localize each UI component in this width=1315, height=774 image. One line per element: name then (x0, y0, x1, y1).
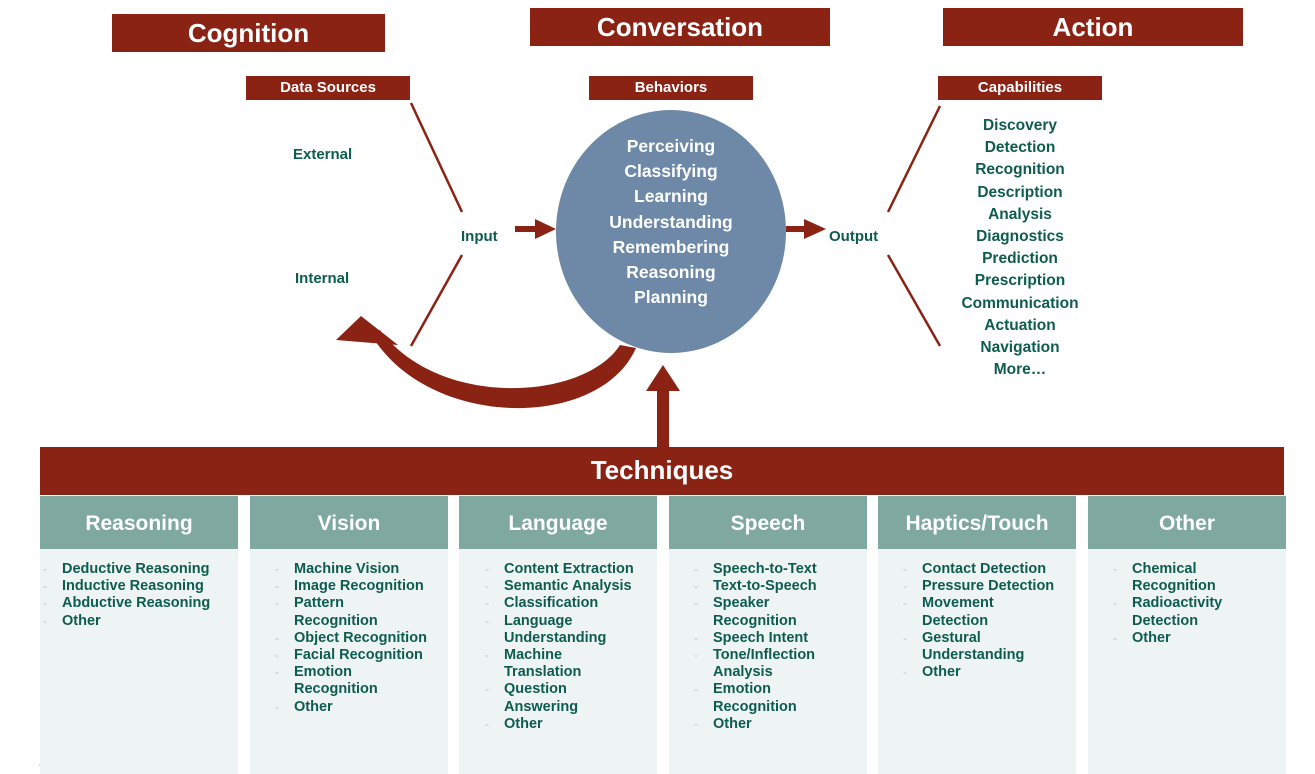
column-items-reasoning: Deductive Reasoning Inductive Reasoning … (40, 561, 238, 630)
capability-item: Prescription (974, 272, 1066, 290)
technique-item: Translation (504, 664, 582, 681)
technique-item: Analysis (713, 664, 773, 681)
technique-item: Other (1110, 630, 1286, 647)
technique-item: Detection (922, 612, 989, 629)
technique-item: Other (482, 716, 680, 733)
connector-output-capabilities-bottom (886, 254, 942, 347)
capability-item: Recognition (975, 161, 1065, 179)
technique-item: Other (900, 664, 1098, 681)
capability-item: Diagnostics (976, 228, 1064, 246)
column-items-language: Content Extraction Semantic Analysis Cla… (482, 561, 680, 733)
data-source-internal: Internal (295, 270, 350, 287)
behaviors-list: Perceiving Classifying Learning Understa… (556, 134, 786, 310)
column-header-haptics-touch: Haptics/Touch (878, 496, 1076, 549)
header-cognition: Cognition (112, 14, 385, 52)
technique-item: Contact Detection (900, 561, 1098, 578)
technique-item: Other (691, 716, 889, 733)
technique-item: Gestural (900, 630, 1098, 647)
column-header-language: Language (459, 496, 657, 549)
capability-item: Discovery (982, 117, 1058, 134)
subheader-data-sources: Data Sources (246, 76, 410, 100)
technique-item: Abductive Reasoning (40, 595, 238, 612)
technique-item: Recognition (294, 681, 378, 698)
subheader-behaviors: Behaviors (589, 76, 753, 100)
technique-item: Speaker (691, 595, 889, 612)
feedback-curve-arrow (336, 316, 636, 409)
technique-item: Detection (1132, 612, 1199, 629)
technique-item: Understanding (504, 629, 607, 646)
behavior-item: Classifying (624, 161, 718, 182)
input-arrow (515, 219, 556, 239)
column-items-speech: Speech-to-Text Text-to-Speech Speaker Re… (691, 561, 889, 733)
capability-item: Communication (961, 294, 1079, 312)
technique-item: Question (482, 681, 680, 698)
header-action: Action (943, 8, 1243, 46)
capability-item: Actuation (984, 316, 1056, 334)
output-arrow (786, 219, 826, 239)
header-conversation: Conversation (530, 8, 830, 46)
technique-item: Machine (482, 647, 680, 664)
technique-item: Machine Vision (272, 561, 470, 578)
behavior-item: Learning (634, 186, 708, 207)
technique-item: Speech Intent (691, 630, 889, 647)
technique-item: Text-to-Speech (691, 578, 889, 595)
technique-item: Semantic Analysis (482, 578, 680, 595)
column-header-speech: Speech (669, 496, 867, 549)
technique-item: Pressure Detection (900, 578, 1098, 595)
capability-item: Prediction (982, 250, 1058, 268)
technique-item: Image Recognition (272, 578, 470, 595)
technique-item: Other (40, 613, 238, 630)
column-header-other: Other (1088, 496, 1286, 549)
technique-item: Emotion (272, 664, 470, 681)
capability-item: Description (977, 183, 1063, 201)
behavior-item: Remembering (612, 236, 730, 257)
connector-internal-input (409, 254, 464, 347)
techniques-title: Techniques (40, 447, 1284, 495)
capability-item: Analysis (988, 205, 1052, 223)
technique-item: Chemical (1110, 561, 1286, 578)
subheader-capabilities: Capabilities (938, 76, 1102, 100)
behavior-item: Perceiving (626, 136, 716, 156)
technique-item: Movement (900, 595, 1098, 612)
technique-item: Radioactivity (1110, 595, 1286, 612)
technique-item: Speech-to-Text (691, 561, 889, 578)
input-label: Input (461, 228, 498, 245)
behaviors-circle (556, 110, 786, 353)
technique-item: Answering (504, 698, 579, 715)
techniques-up-arrow (646, 365, 680, 448)
technique-item: Deductive Reasoning (40, 561, 238, 578)
technique-item: Language (482, 613, 680, 630)
technique-item: Tone/Inflection (691, 647, 889, 664)
capability-item: Detection (984, 139, 1056, 157)
technique-item: Recognition (713, 698, 797, 715)
capability-item: Navigation (980, 339, 1060, 357)
technique-item: Pattern (272, 595, 470, 612)
capabilities-list: Discovery Detection Recognition Descript… (940, 115, 1100, 381)
technique-item: Emotion (691, 681, 889, 698)
technique-item: Recognition (1132, 578, 1216, 595)
behavior-item: Planning (634, 287, 708, 308)
connector-external-input (409, 102, 464, 213)
column-items-vision: Machine Vision Image Recognition Pattern… (272, 561, 470, 716)
column-items-other: Chemical Recognition Radioactivity Detec… (1110, 561, 1286, 647)
technique-item: Classification (482, 595, 680, 612)
output-label: Output (829, 228, 879, 245)
behavior-item: Understanding (609, 211, 733, 232)
data-source-external: External (293, 146, 353, 163)
technique-item: Other (272, 699, 470, 716)
technique-item: Understanding (922, 647, 1025, 664)
column-header-reasoning: Reasoning (40, 496, 238, 549)
column-header-vision: Vision (250, 496, 448, 549)
capability-item: More… (993, 361, 1047, 379)
technique-item: Recognition (713, 612, 797, 629)
behavior-item: Reasoning (626, 262, 716, 283)
technique-item: Facial Recognition (272, 647, 470, 664)
technique-item: Inductive Reasoning (40, 578, 238, 595)
connector-output-capabilities-top (886, 105, 942, 213)
technique-item: Recognition (294, 612, 378, 629)
technique-item: Object Recognition (272, 630, 470, 647)
column-items-haptics-touch: Contact Detection Pressure Detection Mov… (900, 561, 1098, 682)
technique-item: Content Extraction (482, 561, 680, 578)
column-body-other (1088, 549, 1286, 774)
